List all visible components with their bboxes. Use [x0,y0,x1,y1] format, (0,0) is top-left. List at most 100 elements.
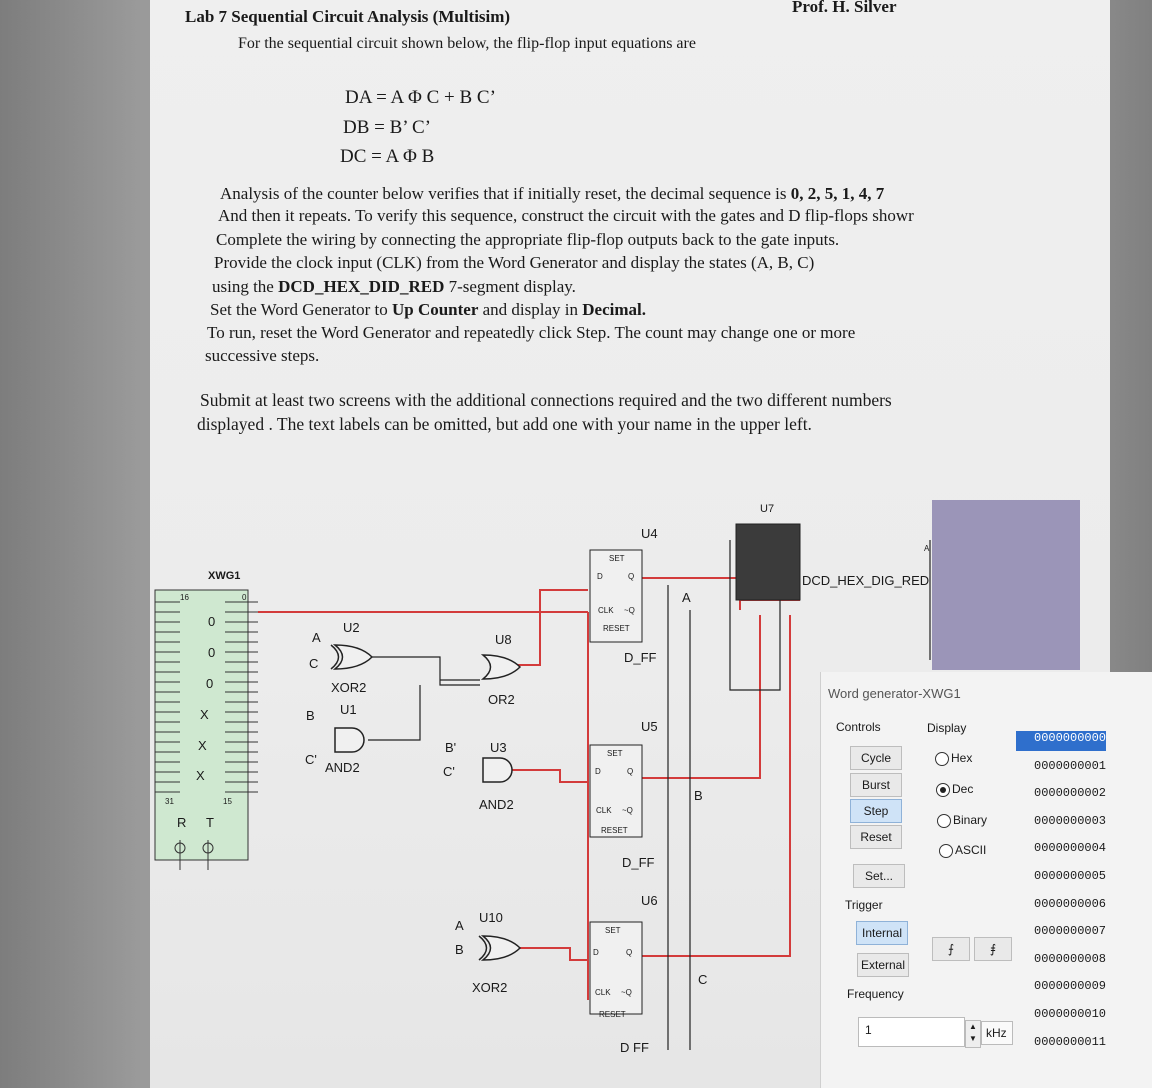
display-ascii-label: ASCII [955,843,987,857]
gate-ref-u3: U3 [490,740,507,755]
ff-reset-label: RESET [603,624,630,633]
display-type-label: DCD_HEX_DIG_RED [802,573,930,588]
trigger-group-label: Trigger [845,898,883,912]
word-list-item[interactable]: 0000000008 [1034,951,1107,966]
equation-db: DB = B’ C’ [343,117,431,138]
word-list-item[interactable]: 0000000002 [1034,786,1107,801]
ff-set-label: SET [607,749,623,758]
ff-type-label: D_FF [622,855,655,870]
gate-input-c-prime: C' [443,764,455,779]
node-label-a: A [682,590,691,605]
word-list-item[interactable]: 0000000000 [1016,731,1107,751]
xwg-pins [155,601,258,870]
gate-input-b: B [306,708,315,723]
ff-set-label: SET [609,554,625,563]
gate-type-xor2: XOR2 [331,680,367,695]
frequency-input[interactable]: 1 [858,1017,965,1047]
rising-edge-button[interactable]: ⨍ [932,937,970,961]
frequency-label: Frequency [847,987,904,1001]
set-button[interactable]: Set... [853,864,905,888]
instruction-line: Set the Word Generator to Up Counter and… [210,300,647,319]
word-list-item[interactable]: 0000000001 [1034,758,1107,773]
xwg-trigger-label: T [206,815,214,830]
word-generator-title: Word generator-XWG1 [828,686,961,701]
cycle-button[interactable]: Cycle [850,746,902,770]
xwg-value: X [200,707,209,722]
ff-clk-label: CLK [596,806,612,815]
burst-button[interactable]: Burst [850,773,902,797]
word-list-item[interactable]: 0000000011 [1034,1034,1107,1049]
ff-ref-u4: U4 [641,526,658,541]
word-list-item[interactable]: 0000000005 [1034,868,1107,883]
word-list-item[interactable]: 0000000003 [1034,813,1107,828]
internal-trigger-button[interactable]: Internal [856,921,908,945]
word-list-item[interactable]: 0000000004 [1034,841,1107,856]
node-label-c: C [698,972,708,987]
logic-gates [330,644,522,961]
instruction-line: Submit at least two screens with the add… [200,390,892,410]
gate-input-a: A [455,918,464,933]
xwg-value: X [198,738,207,753]
gate-ref-u2: U2 [343,620,360,635]
gate-type-and2: AND2 [325,760,360,775]
gate-input-c-prime: C' [305,752,317,767]
instruction-line: Complete the wiring by connecting the ap… [216,230,840,249]
display-hex-radio[interactable] [935,752,949,766]
instruction-line: displayed . The text labels can be omitt… [197,414,812,434]
word-list[interactable]: 0000000000 0000000001 0000000002 0000000… [1016,731,1124,1062]
equation-dc: DC = A Φ B [340,146,435,167]
word-list-item[interactable]: 0000000010 [1034,1006,1107,1021]
node-label-b: B [694,788,703,803]
xwg-pin-label: 31 [165,797,174,806]
instruction-line: Provide the clock input (CLK) from the W… [214,253,815,272]
word-list-item[interactable]: 0000000009 [1034,979,1107,994]
ff-clk-label: CLK [598,606,614,615]
black-wires [368,540,931,1050]
ff-q-label: Q [627,767,634,776]
display-hex-label: Hex [951,751,973,765]
ff-qn-label: ~Q [621,988,632,997]
display-binary-label: Binary [953,813,988,827]
reset-button[interactable]: Reset [850,825,902,849]
display-group-label: Display [927,721,967,735]
equation-da: DA = A Φ C + B C’ [345,87,496,108]
falling-edge-button[interactable]: ⨎ [974,937,1012,961]
gate-input-b-prime: B' [445,740,457,755]
ff-d-label: D [593,948,599,957]
external-trigger-button[interactable]: External [857,953,909,977]
display-dec-radio[interactable] [936,783,950,797]
ff-clk-label: CLK [595,988,611,997]
ff-set-label: SET [605,926,621,935]
frequency-spinner[interactable]: ▲▼ [965,1020,981,1048]
frequency-unit: kHz [986,1026,1007,1040]
word-list-item[interactable]: 0000000006 [1034,896,1107,911]
instruction-line: using the DCD_HEX_DID_RED 7-segment disp… [212,277,576,296]
rising-edge-icon: ⨍ [947,942,955,956]
gate-input-b: B [455,942,464,957]
display-binary-radio[interactable] [937,814,951,828]
instruction-line: Analysis of the counter below verifies t… [220,184,885,203]
display-ascii-radio[interactable] [939,844,953,858]
ff-d-label: D [597,572,603,581]
word-list-item[interactable]: 0000000007 [1034,924,1107,939]
frequency-value: 1 [865,1023,872,1037]
xwg-block [154,589,249,861]
xwg-pin-label: 16 [180,593,189,602]
xwg-value: 0 [208,645,216,660]
xwg-pin-label: 0 [242,593,247,602]
xwg-value: 0 [206,676,214,691]
gate-ref-u8: U8 [495,632,512,647]
gate-input-a: A [312,630,321,645]
ff-ref-u6: U6 [641,893,658,908]
ff-qn-label: ~Q [622,806,633,815]
step-button[interactable]: Step [850,799,902,823]
instruction-line: And then it repeats. To verify this sequ… [218,206,914,225]
gate-type-and2: AND2 [479,797,514,812]
ff-q-label: Q [626,948,633,957]
frequency-unit-select[interactable]: kHz [981,1021,1013,1045]
gate-type-or2: OR2 [488,692,515,707]
gate-ref-u10: U10 [479,910,503,925]
instruction-line: To run, reset the Word Generator and rep… [207,323,856,342]
display-pin-a: A [924,544,930,553]
controls-group-label: Controls [836,720,881,734]
